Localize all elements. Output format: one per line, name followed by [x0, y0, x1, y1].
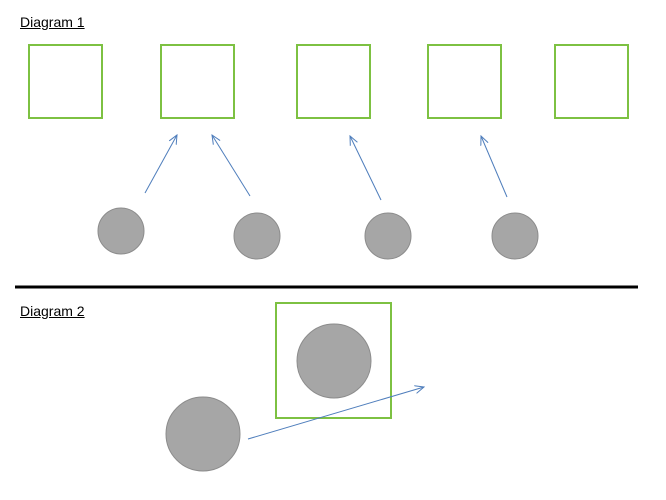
diagram-1-label: Diagram 1: [20, 14, 85, 30]
diagram-1-circle: [233, 212, 281, 260]
diagram-1-arrows: [144, 135, 508, 201]
diagram-1-square: [160, 44, 235, 119]
diagram-1-circles: [97, 207, 539, 260]
diagram-1-arrow: [212, 135, 251, 197]
diagram-2-circle-inside: [296, 323, 372, 399]
diagram-2-square: [275, 302, 392, 419]
diagram-1-arrow: [350, 136, 382, 201]
diagram-2-shapes: [165, 302, 424, 472]
diagram-2-arrow: [247, 387, 424, 440]
diagram-1-square: [427, 44, 502, 119]
diagram-1-squares: [28, 44, 629, 119]
diagram-1-square: [28, 44, 103, 119]
diagram-2-label: Diagram 2: [20, 303, 85, 319]
diagram-1-circle: [97, 207, 145, 255]
diagram-1-arrow: [481, 136, 508, 198]
diagram-1-square: [296, 44, 371, 119]
diagram-2-circle-outside: [165, 396, 241, 472]
diagram-1-circle: [491, 212, 539, 260]
diagram-1-circle: [364, 212, 412, 260]
diagram-1-square: [554, 44, 629, 119]
diagram-1-arrow: [144, 135, 177, 194]
